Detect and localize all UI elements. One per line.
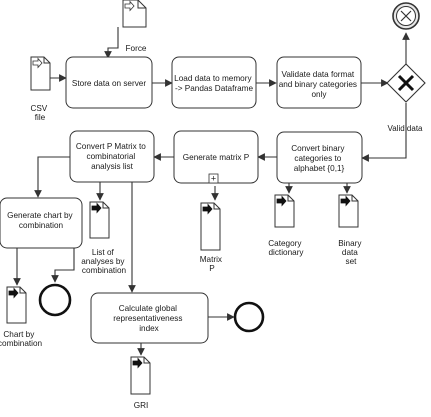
end-event-terminate[interactable] <box>392 2 420 30</box>
input-arrow-icon <box>32 57 43 69</box>
force-label: Force <box>126 44 147 53</box>
task-store-data-label: Store data on server <box>72 79 146 88</box>
flow-convert-p-to-chart <box>34 156 70 198</box>
task-convert-binary-label: Convert binary categories to alphabet {0… <box>291 144 347 173</box>
task-generate-chart-label: Generate chart by combination <box>7 211 75 230</box>
data-object-binary-data-set[interactable]: Binary data set <box>338 194 364 266</box>
gri-label: GRI <box>134 401 149 410</box>
task-calculate-gri-label: Calculate global representativeness inde… <box>113 304 184 333</box>
flow-gateway-to-convert-binary <box>361 103 407 162</box>
cancel-x-icon <box>400 10 412 22</box>
data-object-force[interactable]: Force <box>122 0 147 53</box>
task-validate-data-label: Validate data format and binary categori… <box>279 70 360 99</box>
end-event-chart[interactable] <box>38 283 72 317</box>
subprocess-marker <box>208 173 219 184</box>
output-arrow-icon <box>132 357 143 369</box>
data-associations <box>13 27 351 356</box>
data-object-category-dictionary[interactable]: Category dictionary <box>268 194 304 257</box>
data-object-csv[interactable]: CSV file <box>30 56 51 122</box>
task-convert-p-matrix-label: Convert P Matrix to combinatorial analys… <box>76 142 148 171</box>
output-arrow-icon <box>276 195 287 207</box>
category-dictionary-label: Category dictionary <box>268 239 304 257</box>
subprocess-plus-icon: + <box>211 174 216 184</box>
task-generate-chart[interactable]: Generate chart by combination <box>0 197 83 249</box>
data-object-gri[interactable]: GRI <box>130 356 151 410</box>
output-arrow-icon <box>91 202 102 214</box>
matrix-p-label: Matrix P <box>200 255 225 273</box>
task-calculate-gri[interactable]: Calculate global representativeness inde… <box>90 292 209 344</box>
sequence-flows <box>34 32 410 321</box>
data-object-matrix-p[interactable]: Matrix P <box>200 202 225 273</box>
chart-label: Chart by combination <box>0 330 43 348</box>
csv-label: CSV file <box>30 104 49 122</box>
input-arrow-icon <box>124 0 135 12</box>
task-generate-matrix[interactable]: Generate matrix P + <box>173 130 259 184</box>
output-arrow-icon <box>340 195 351 207</box>
gateway-label: Valid data <box>388 124 424 133</box>
task-store-data[interactable]: Store data on server <box>65 56 153 109</box>
gateway-x-icon <box>397 74 415 92</box>
data-object-analyses-list[interactable]: List of analyses by combination <box>81 201 127 275</box>
data-object-chart[interactable]: Chart by combination <box>0 286 43 348</box>
assoc-force-to-store <box>104 27 119 59</box>
analyses-list-label: List of analyses by combination <box>81 248 127 275</box>
output-arrow-icon <box>202 203 213 215</box>
task-validate-data[interactable]: Validate data format and binary categori… <box>276 56 362 109</box>
task-convert-p-matrix[interactable]: Convert P Matrix to combinatorial analys… <box>69 130 155 183</box>
task-load-data[interactable]: Load data to memory -> Pandas Dataframe <box>171 56 257 109</box>
task-convert-binary[interactable]: Convert binary categories to alphabet {0… <box>276 131 363 184</box>
exclusive-gateway[interactable] <box>386 63 426 103</box>
output-arrow-icon <box>8 287 19 299</box>
task-generate-matrix-label: Generate matrix P <box>183 153 250 162</box>
end-event-gri[interactable] <box>233 301 265 333</box>
task-load-data-label: Load data to memory -> Pandas Dataframe <box>174 74 254 93</box>
binary-data-set-label: Binary data set <box>338 239 364 266</box>
flow-chart-to-end <box>51 236 75 283</box>
